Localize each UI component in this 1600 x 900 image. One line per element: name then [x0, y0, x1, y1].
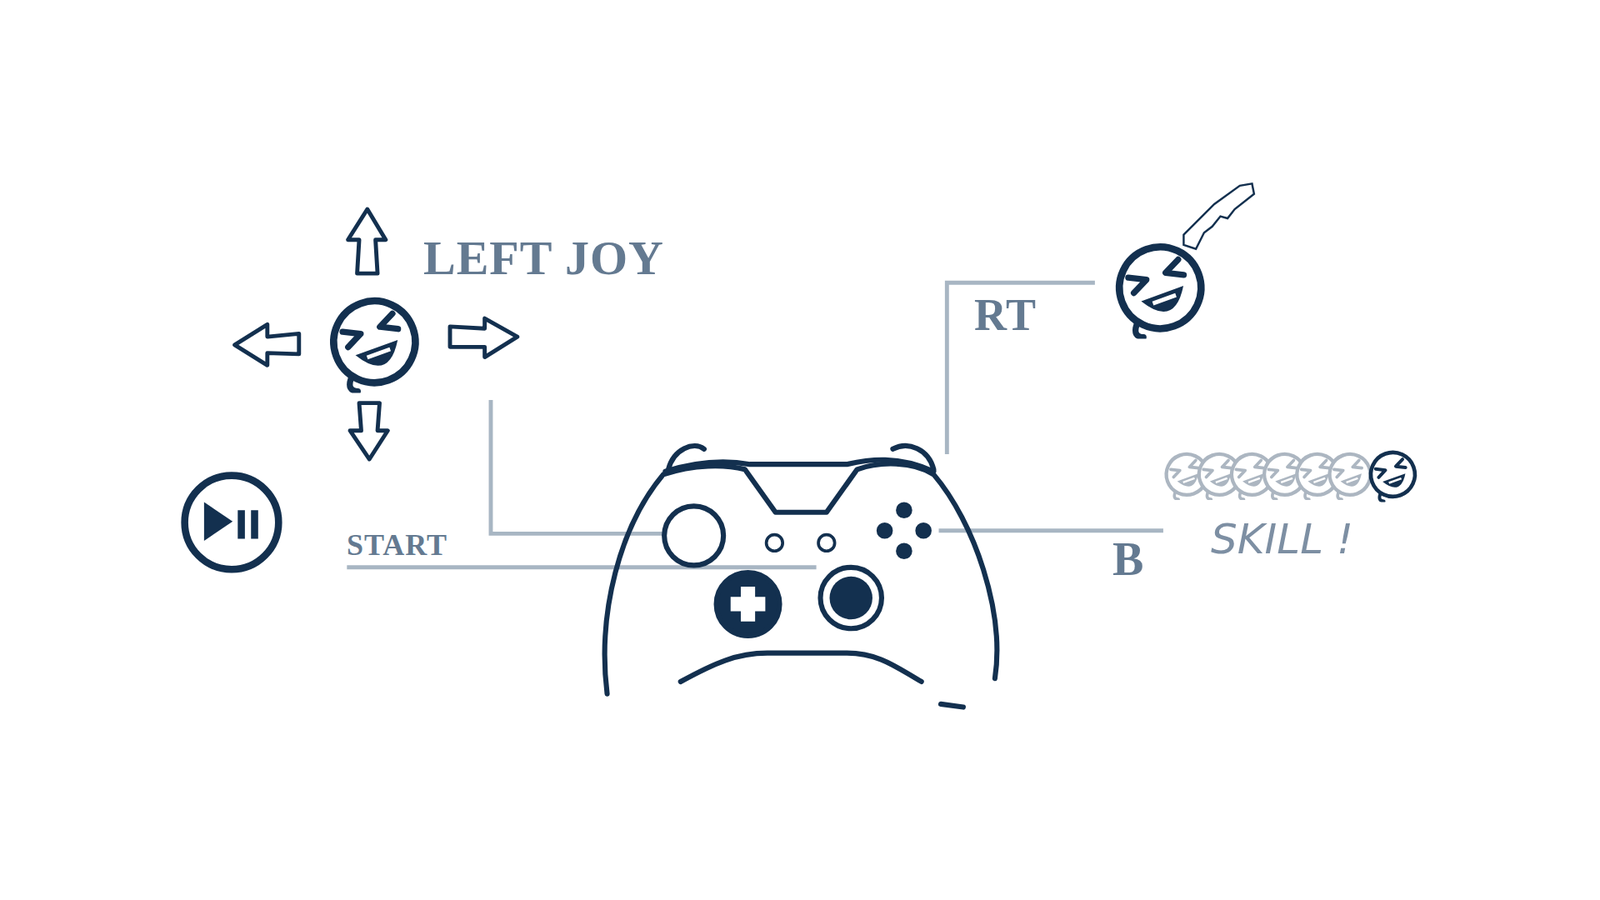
- control-label: B: [1112, 535, 1145, 583]
- control-label: START: [346, 530, 448, 560]
- control-label: RT: [974, 292, 1037, 338]
- shoot-icon: [1107, 183, 1254, 340]
- leader-lines: [346, 282, 1164, 568]
- skill-icon: [1160, 445, 1422, 503]
- skill-label: SKILL !: [1210, 518, 1354, 560]
- gamepad: [605, 445, 998, 708]
- pause-icon: [185, 475, 280, 570]
- control-label: LEFT JOY: [423, 234, 665, 283]
